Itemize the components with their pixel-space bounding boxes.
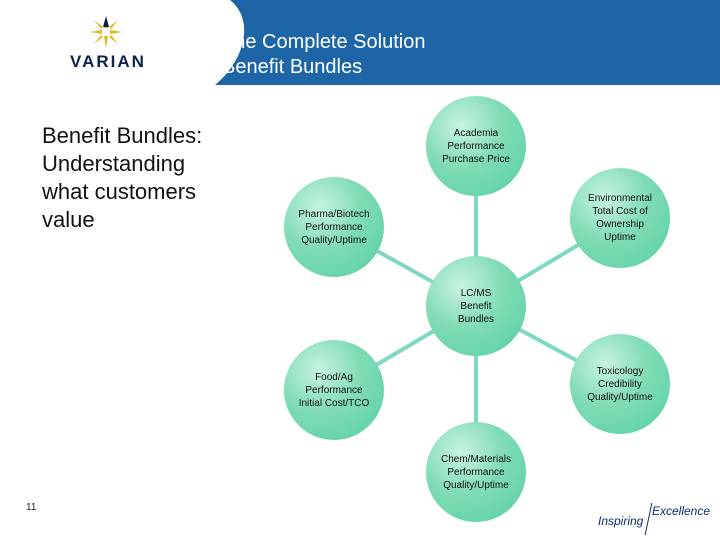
node-text: Quality/Uptime xyxy=(301,234,367,246)
node-text: Pharma/Biotech xyxy=(298,208,370,220)
page-title: The Complete Solution Benefit Bundles xyxy=(222,30,425,80)
node-environmental: Environmental Total Cost of Ownership Up… xyxy=(570,168,670,268)
node-pharma-biotech: Pharma/Biotech Performance Quality/Uptim… xyxy=(284,177,384,277)
title-line-2: Benefit Bundles xyxy=(222,56,363,78)
node-text: Quality/Uptime xyxy=(443,479,509,491)
node-text: Credibility xyxy=(598,378,642,390)
subtitle-line-3: what customers xyxy=(42,179,197,204)
node-text: Performance xyxy=(305,384,363,396)
node-text: Quality/Uptime xyxy=(587,391,653,403)
node-text: Performance xyxy=(447,466,505,478)
node-text: Total Cost of xyxy=(592,206,648,217)
header-background xyxy=(0,0,720,85)
node-lcms-center: LC/MS Benefit Bundles xyxy=(426,256,526,356)
node-text: Uptime xyxy=(604,232,636,243)
node-food-ag: Food/Ag Performance Initial Cost/TCO xyxy=(284,340,384,440)
node-academia: Academia Performance Purchase Price xyxy=(426,96,526,196)
brand-name: VARIAN xyxy=(70,52,146,71)
node-text: Food/Ag xyxy=(315,371,353,383)
node-toxicology: Toxicology Credibility Quality/Uptime xyxy=(570,334,670,434)
header-band: VARIAN The Complete Solution Benefit Bun… xyxy=(0,0,720,85)
node-text: Performance xyxy=(305,221,363,233)
node-text: Chem/Materials xyxy=(440,453,512,465)
node-text: Benefit xyxy=(460,300,492,312)
slide-subtitle: Benefit Bundles: Understanding what cust… xyxy=(42,122,242,234)
subtitle-line-1: Benefit Bundles: xyxy=(42,123,203,148)
node-text: Academia xyxy=(453,127,499,139)
node-text: Ownership xyxy=(596,219,644,230)
page-number: 11 xyxy=(26,502,37,513)
node-chem-materials: Chem/Materials Performance Quality/Uptim… xyxy=(426,422,526,522)
node-text: Environmental xyxy=(588,193,652,204)
varian-starburst-icon xyxy=(88,14,124,50)
node-text: Performance xyxy=(447,140,505,152)
subtitle-line-2: Understanding xyxy=(42,151,186,176)
node-text: Initial Cost/TCO xyxy=(298,397,370,409)
tagline-left: Inspiring xyxy=(598,514,644,528)
node-text: Bundles xyxy=(457,313,495,325)
tagline-right: Excellence xyxy=(652,504,711,518)
tagline-logo: Inspiring Excellence xyxy=(598,503,713,535)
subtitle-line-4: value xyxy=(42,207,95,232)
node-text: LC/MS xyxy=(460,287,492,299)
node-text: Toxicology xyxy=(596,365,644,377)
node-text: Purchase Price xyxy=(442,153,510,165)
title-line-1: The Complete Solution xyxy=(222,31,426,53)
